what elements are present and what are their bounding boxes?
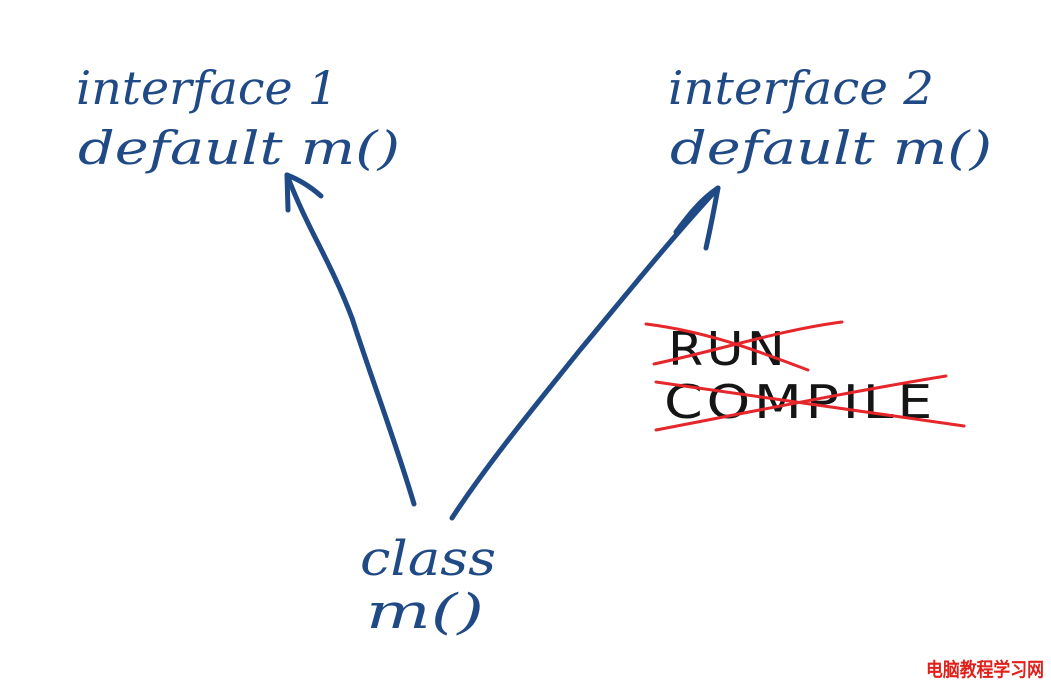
compile-strike-1 [654, 380, 966, 428]
arrow-to-interface1 [284, 172, 417, 507]
watermark-text: 电脑教程学习网 [926, 658, 1044, 681]
class-name: class [360, 531, 496, 587]
arrow-to-interface2 [449, 185, 721, 521]
run-strike-1 [644, 322, 810, 372]
interface2-method: default m() [670, 121, 992, 175]
compile-strike-2 [654, 374, 948, 432]
interface2-name: interface 2 [668, 61, 934, 115]
interface1-node: interface 1 default m() [76, 61, 400, 175]
class-node: class m() [360, 531, 496, 640]
crossed-out-block: RUN COMPILE [644, 320, 966, 432]
interface1-method: default m() [78, 121, 400, 175]
interface1-name: interface 1 [76, 61, 338, 115]
run-strike-2 [652, 320, 844, 366]
interface2-node: interface 2 default m() [668, 61, 992, 175]
class-method: m() [366, 584, 484, 640]
